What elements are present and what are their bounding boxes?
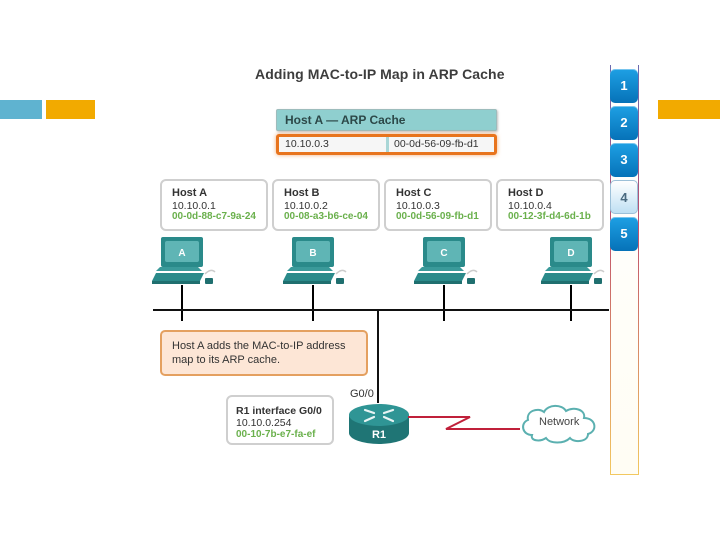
ethernet-drop-line [443,285,445,321]
host-card-c: Host C 10.10.0.3 00-0d-56-09-fb-d1 [384,179,492,231]
host-name: Host D [508,187,544,199]
step-button-4-active[interactable]: 4 [610,180,638,214]
pc-label: B [309,248,316,259]
pc-label: A [178,248,185,259]
pc-icon: D [541,237,605,284]
slide-title: Adding MAC-to-IP Map in ARP Cache [255,66,505,82]
router-uplink-line [377,311,379,403]
router-ip: 10.10.0.254 [236,417,292,429]
host-name: Host C [396,187,432,199]
decorative-bar-gold-left [46,100,95,119]
network-label: Network [539,416,580,428]
arp-column-divider [386,137,389,152]
host-ip: 10.10.0.3 [396,200,440,212]
host-mac: 00-0d-56-09-fb-d1 [396,211,479,222]
arp-cache-table: Host A — ARP Cache 10.10.0.3 00-0d-56-09… [276,109,497,155]
router-icon: R1 [349,404,409,444]
host-ip: 10.10.0.4 [508,200,552,212]
router-r1[interactable]: R1 [347,401,411,447]
ethernet-drop-line [181,285,183,321]
step-button-2[interactable]: 2 [610,106,638,140]
host-mac: 00-08-a3-b6-ce-04 [284,211,368,222]
pc-icon: A [152,237,216,284]
ethernet-bus-line [153,309,609,311]
arp-entry-mac: 00-0d-56-09-fb-d1 [394,138,479,150]
decorative-bar-gold-right [658,100,720,119]
explanation-callout: Host A adds the MAC-to-IP address map to… [160,330,368,376]
step-button-1[interactable]: 1 [610,69,638,103]
host-mac: 00-12-3f-d4-6d-1b [508,211,591,222]
step-button-5[interactable]: 5 [610,217,638,251]
pc-host-d[interactable]: D [539,237,605,321]
arp-entry-ip: 10.10.0.3 [285,138,329,150]
arp-cache-header: Host A — ARP Cache [276,109,497,131]
router-port-label: G0/0 [350,388,374,400]
pc-label: D [567,248,574,259]
network-cloud-icon[interactable] [518,401,602,445]
host-ip: 10.10.0.2 [284,200,328,212]
host-name: Host B [284,187,320,199]
host-mac: 00-0d-88-c7-9a-24 [172,211,256,222]
pc-icon: B [283,237,347,284]
host-ip: 10.10.0.1 [172,200,216,212]
router-label: R1 [372,429,386,441]
pc-host-b[interactable]: B [281,237,347,321]
host-name: Host A [172,187,208,199]
serial-link-icon [408,416,520,430]
ethernet-drop-line [312,285,314,321]
router-mac: 00-10-7b-e7-fa-ef [236,429,316,440]
pc-label: C [440,248,447,259]
pc-host-c[interactable]: C [412,237,478,321]
callout-text: Host A adds the MAC-to-IP address map to… [172,340,346,366]
decorative-bar-blue [0,100,42,119]
router-interface-title: R1 interface G0/0 [236,405,322,417]
host-card-d: Host D 10.10.0.4 00-12-3f-d4-6d-1b [496,179,604,231]
arp-cache-header-label: Host A — ARP Cache [285,113,406,127]
ethernet-drop-line [570,285,572,321]
arp-cache-entry-highlighted: 10.10.0.3 00-0d-56-09-fb-d1 [276,134,497,155]
router-interface-card: R1 interface G0/0 10.10.0.254 00-10-7b-e… [226,395,334,445]
step-button-3[interactable]: 3 [610,143,638,177]
pc-host-a[interactable]: A [150,237,216,321]
host-card-a: Host A 10.10.0.1 00-0d-88-c7-9a-24 [160,179,268,231]
pc-icon: C [414,237,478,284]
host-card-b: Host B 10.10.0.2 00-08-a3-b6-ce-04 [272,179,380,231]
